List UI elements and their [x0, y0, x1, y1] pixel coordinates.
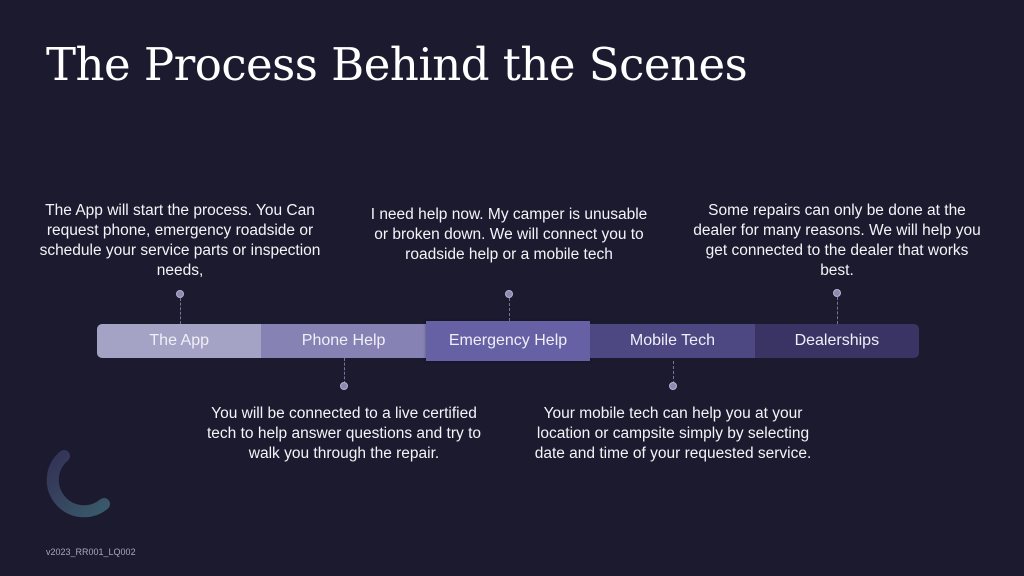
connector-emergency	[509, 298, 510, 321]
connector-dealerships	[837, 297, 838, 324]
marker-dot	[505, 290, 513, 298]
step-mobile-tech[interactable]: Mobile Tech	[590, 324, 755, 358]
marker-dot	[340, 382, 348, 390]
step-emergency-help[interactable]: Emergency Help	[425, 321, 591, 361]
marker-dot	[833, 289, 841, 297]
marker-dot	[176, 290, 184, 298]
connector-mobile	[673, 361, 674, 384]
note-phone-help: You will be connected to a live certifie…	[207, 405, 481, 462]
connector-phone	[344, 358, 345, 384]
version-code: v2023_RR001_LQ002	[46, 547, 136, 557]
note-emergency-help: I need help now. My camper is unusable o…	[370, 206, 648, 263]
page-title: The Process Behind the Scenes	[46, 38, 748, 91]
connector-the-app	[180, 298, 181, 324]
logo-arc-icon	[46, 450, 110, 518]
step-dealerships[interactable]: Dealerships	[754, 324, 920, 358]
step-phone-help[interactable]: Phone Help	[261, 324, 426, 358]
process-timeline: The App Phone Help Emergency Help Mobile…	[97, 321, 920, 361]
step-the-app[interactable]: The App	[97, 324, 262, 358]
note-dealerships: Some repairs can only be done at the dea…	[693, 202, 981, 279]
note-mobile-tech: Your mobile tech can help you at your lo…	[534, 405, 812, 462]
marker-dot	[669, 382, 677, 390]
note-the-app: The App will start the process. You Can …	[39, 202, 321, 279]
